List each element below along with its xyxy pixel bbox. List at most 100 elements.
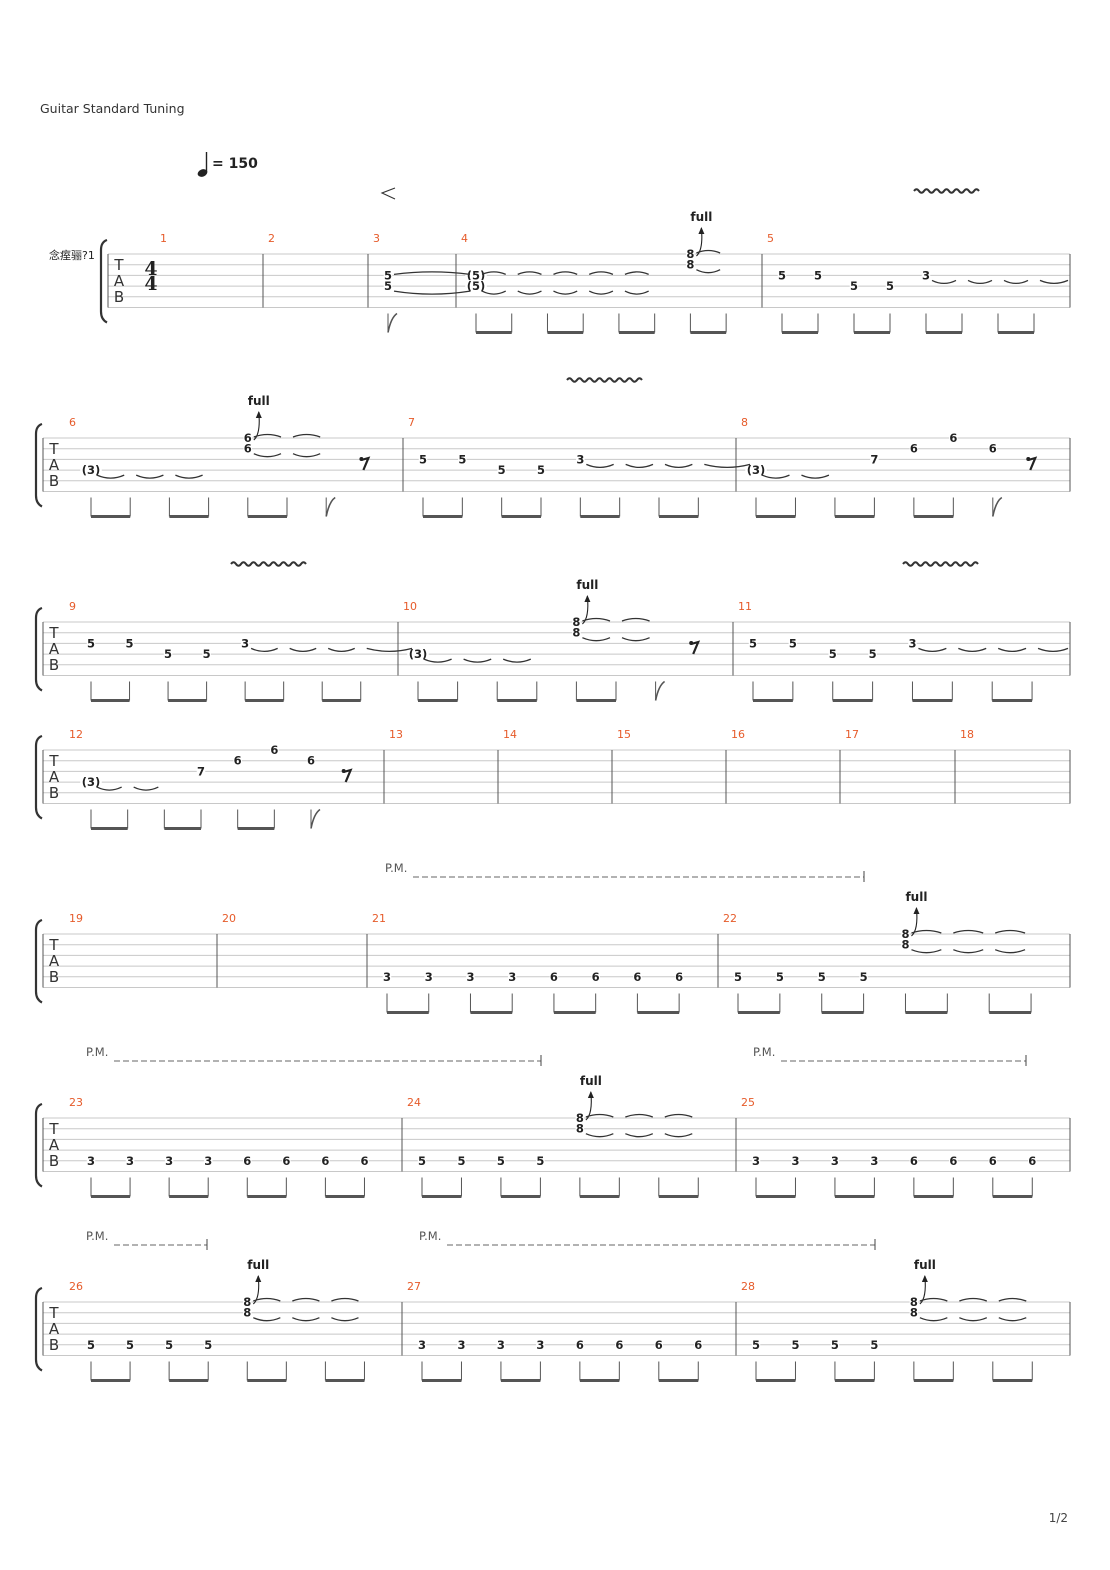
fret-number: 5 [497, 1154, 505, 1168]
fret-number: 5 [87, 1338, 95, 1352]
tie-arc [517, 271, 542, 275]
tie-arc [625, 1113, 654, 1118]
fret-mask [466, 970, 475, 983]
tab-clef-letter: B [49, 656, 59, 674]
fret-mask [536, 1154, 545, 1167]
fret-number: 5 [886, 279, 894, 293]
fret-number: 6 [360, 1154, 368, 1168]
tie-arc [292, 1297, 320, 1302]
fret-mask [859, 970, 868, 983]
fret-mask [733, 970, 743, 983]
fret-mask [949, 432, 958, 444]
measure-number: 10 [403, 600, 417, 613]
tab-clef-letter: B [49, 1152, 59, 1170]
fret-mask [549, 970, 559, 983]
tie-arc [998, 1317, 1027, 1322]
fret-number: 8 [686, 258, 694, 272]
fret-number: 3 [383, 970, 391, 984]
fret-mask [125, 1154, 135, 1167]
tab-clef-letter: B [49, 1336, 59, 1354]
fret-number: 8 [910, 1306, 918, 1320]
tab-clef-letter: A [49, 456, 60, 474]
fret-number: 5 [734, 970, 742, 984]
fret-mask [203, 1154, 213, 1167]
fret-mask [830, 1338, 840, 1351]
bend-arrowhead [255, 411, 262, 418]
fret-mask [576, 453, 585, 466]
tie-arc [463, 658, 492, 663]
measure-number: 28 [741, 1280, 755, 1293]
tie-arc [621, 637, 650, 642]
fret-mask [243, 432, 253, 444]
fret-number: 5 [818, 970, 826, 984]
bend-label: full [576, 578, 598, 592]
fret-number: (5) [467, 268, 486, 282]
fret-number: 5 [789, 636, 797, 650]
eighth-flag [310, 808, 321, 829]
tie-arc [918, 647, 947, 653]
tie-arc [1039, 279, 1069, 285]
fret-mask [243, 442, 253, 455]
tab-clef-letter: T [48, 624, 59, 642]
fret-mask [988, 1154, 998, 1167]
tie-arc [997, 647, 1027, 653]
tie-arc [994, 949, 1026, 954]
tie-arc [801, 474, 830, 479]
measure-number: 1 [160, 232, 167, 245]
tie-arc [664, 1113, 693, 1118]
system-bracket [34, 606, 43, 692]
eighth-rest-icon [343, 768, 353, 783]
fret-mask [80, 464, 102, 477]
tie-arc [289, 647, 317, 653]
measure-number: 7 [408, 416, 415, 429]
bend-arrowhead [913, 907, 920, 914]
fret-number: 5 [870, 1338, 878, 1352]
fret-number: 6 [989, 1154, 997, 1168]
measure-number: 24 [407, 1096, 421, 1109]
fret-number: 3 [466, 970, 474, 984]
tie-arc [393, 290, 471, 295]
fret-number: 5 [384, 268, 392, 282]
vibrato-mark [902, 561, 979, 567]
fret-mask [270, 744, 279, 756]
fret-number: 8 [572, 626, 580, 640]
fret-mask [360, 1154, 369, 1167]
fret-mask [870, 1338, 879, 1351]
fret-number: 6 [576, 1338, 584, 1352]
palm-mute-label: P.M. [419, 1229, 441, 1243]
fret-mask [909, 1306, 919, 1319]
tab-clef-letter: T [48, 1120, 59, 1138]
tie-arc [953, 949, 984, 954]
eighth-flag [387, 312, 398, 333]
quarter-note-icon [197, 152, 208, 177]
fret-mask [536, 1338, 545, 1351]
tie-arc [919, 1297, 948, 1302]
fret-number: 5 [829, 647, 837, 661]
tie-arc [953, 929, 984, 934]
measure-number: 20 [222, 912, 236, 925]
fret-number: 6 [321, 1154, 329, 1168]
tie-arc [696, 249, 721, 254]
bend-arrowhead [255, 1275, 262, 1282]
fret-number: 5 [87, 636, 95, 650]
fret-number: 3 [204, 1154, 212, 1168]
fret-number: 5 [498, 463, 506, 477]
tie-arc [911, 949, 942, 954]
bend-label: full [248, 394, 270, 408]
fret-mask [86, 1154, 96, 1167]
fret-mask [748, 637, 758, 650]
bend-arrowhead [587, 1091, 594, 1098]
tab-clef-letter: T [48, 752, 59, 770]
measure-number: 26 [69, 1280, 83, 1293]
fret-mask [407, 648, 429, 661]
fret-number: 8 [243, 1295, 251, 1309]
measure-number: 21 [372, 912, 386, 925]
fret-mask [791, 1338, 800, 1351]
tie-arc [517, 290, 542, 295]
fret-number: 3 [791, 1154, 799, 1168]
fret-number: 5 [419, 452, 427, 466]
fret-mask [694, 1338, 703, 1351]
fret-mask [196, 765, 206, 778]
fret-number: 3 [497, 1338, 505, 1352]
